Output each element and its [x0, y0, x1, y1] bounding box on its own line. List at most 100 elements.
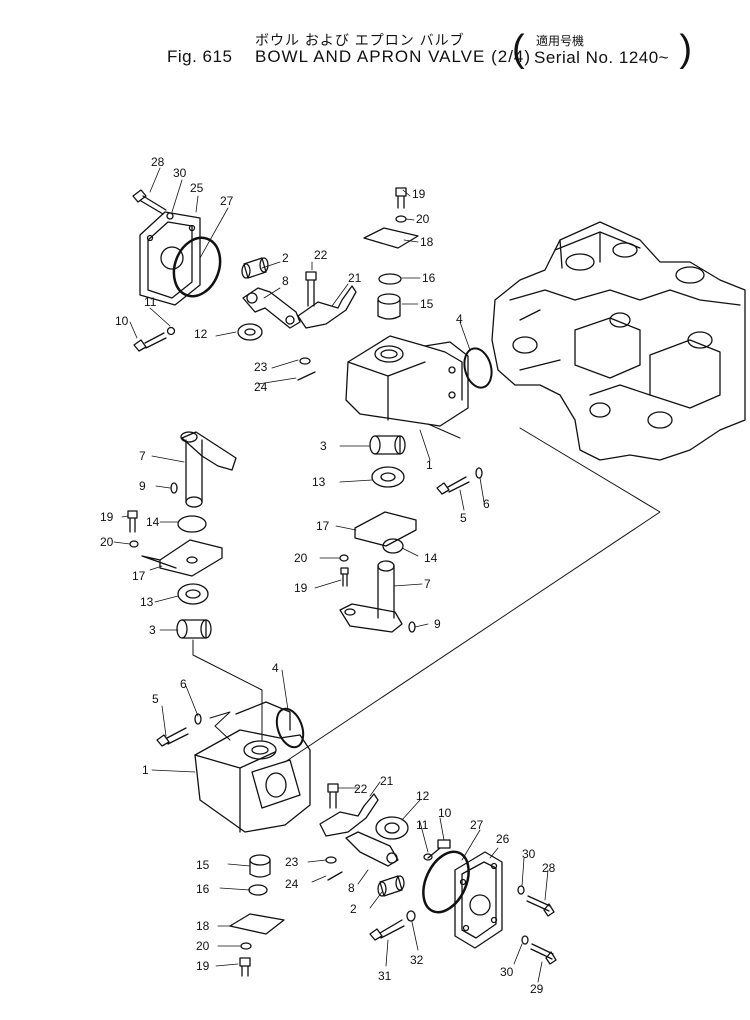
callout: 1	[426, 458, 433, 472]
callout: 26	[496, 832, 510, 846]
callout: 27	[470, 818, 484, 832]
bearing-14-mid	[382, 538, 404, 554]
roller-2-bottom	[377, 875, 405, 897]
callout: 16	[422, 271, 436, 285]
callout: 30	[173, 166, 187, 180]
washer-23-bottom	[325, 856, 337, 864]
plate-18-bottom	[229, 913, 285, 935]
o-ring-4-bottom	[275, 707, 305, 749]
callout: 4	[272, 661, 279, 675]
pin-9-mid	[408, 621, 416, 633]
callout: 15	[196, 858, 210, 872]
callout: 32	[410, 953, 424, 967]
bolt-19-mid	[340, 567, 349, 587]
callout: 27	[220, 194, 234, 208]
bolt-5-bottom	[156, 727, 189, 747]
callout: 15	[420, 297, 434, 311]
washer-11-bottom	[423, 853, 433, 861]
callout: 3	[149, 623, 156, 637]
callout-numbers-top: 28 30 25 27 2 22 8 21 11 10 12 23 24 19 …	[100, 155, 490, 637]
bearing-3-top	[369, 435, 406, 455]
callout: 13	[312, 475, 326, 489]
callout: 23	[285, 855, 299, 869]
bushing-12-top	[237, 323, 263, 341]
figure-number: Fig. 615	[167, 47, 233, 66]
bolt-19-bottom	[239, 957, 251, 977]
callout: 21	[348, 271, 362, 285]
bolt-28-bottom	[526, 895, 555, 917]
callout: 7	[424, 577, 431, 591]
lever-8-bottom	[345, 831, 399, 867]
washer-20-mid	[339, 554, 349, 562]
pin-24-bottom	[327, 871, 343, 881]
callout: 31	[378, 969, 392, 983]
callout: 14	[146, 515, 160, 529]
callout: 6	[483, 497, 490, 511]
callout: 20	[294, 551, 308, 565]
washer-30-bottom-b	[521, 935, 529, 945]
plate-17-left-hole	[186, 556, 198, 564]
washer-20-bottom	[240, 942, 252, 950]
plate-17-mid	[354, 511, 417, 547]
plate-21-bottom	[319, 793, 379, 837]
callout: 30	[522, 847, 536, 861]
callout: 5	[152, 692, 159, 706]
cover-plate-bottom	[454, 851, 503, 949]
bolt-22-top	[305, 271, 317, 307]
o-ring-4-top	[463, 347, 493, 389]
callout: 30	[500, 965, 514, 979]
callout: 17	[132, 569, 146, 583]
callout: 9	[434, 617, 441, 631]
washer-30-bottom-a	[517, 885, 525, 895]
bearing-14-left	[177, 515, 207, 533]
callout: 25	[190, 181, 204, 195]
serial-box: ( 適用号機 Serial No. 1240~ )	[512, 28, 692, 70]
o-ring-27-top	[172, 236, 222, 298]
washer-30-top	[166, 212, 174, 220]
callout: 28	[151, 155, 165, 169]
callout: 8	[348, 881, 355, 895]
o-ring-27-bottom	[422, 850, 470, 914]
bolt-19-top	[395, 187, 407, 209]
callout: 22	[314, 248, 328, 262]
left-leader	[192, 639, 263, 741]
callout: 12	[416, 789, 430, 803]
bolt-5-mid	[436, 476, 470, 495]
pin-24-top	[297, 371, 316, 381]
callout: 23	[254, 360, 268, 374]
washer-6-mid	[475, 467, 483, 479]
callout: 19	[100, 510, 114, 524]
bushing-12-bottom	[375, 816, 409, 840]
serial-japanese-label: 適用号機	[536, 34, 585, 48]
shaft-7-left	[180, 431, 237, 508]
valve-body-1-bottom	[194, 701, 311, 833]
o-ring-16-bottom	[248, 884, 268, 896]
callout: 9	[139, 479, 146, 493]
lever-8-top	[242, 287, 301, 329]
roller-2-top	[241, 257, 269, 279]
callout: 20	[100, 535, 114, 549]
callout: 8	[282, 274, 289, 288]
callout: 3	[320, 439, 327, 453]
washer-20-top	[395, 215, 407, 223]
serial-number: Serial No. 1240~	[534, 48, 670, 67]
callout: 24	[285, 877, 299, 891]
plate-21-top	[297, 285, 357, 329]
callout: 24	[254, 380, 268, 394]
callout: 16	[196, 882, 210, 896]
bearing-13-top	[371, 466, 405, 488]
callout: 18	[196, 919, 210, 933]
bearing-3-left	[176, 619, 212, 639]
callout: 28	[542, 861, 556, 875]
callout: 18	[420, 235, 434, 249]
callout: 14	[424, 551, 438, 565]
callout: 2	[350, 902, 357, 916]
callout: 22	[354, 782, 368, 796]
bolt-10-top	[133, 332, 167, 352]
callout: 20	[416, 212, 430, 226]
washer-20-left	[129, 540, 139, 548]
callout: 5	[460, 511, 467, 525]
pin-9-left	[170, 482, 178, 494]
callout: 11	[144, 295, 157, 309]
